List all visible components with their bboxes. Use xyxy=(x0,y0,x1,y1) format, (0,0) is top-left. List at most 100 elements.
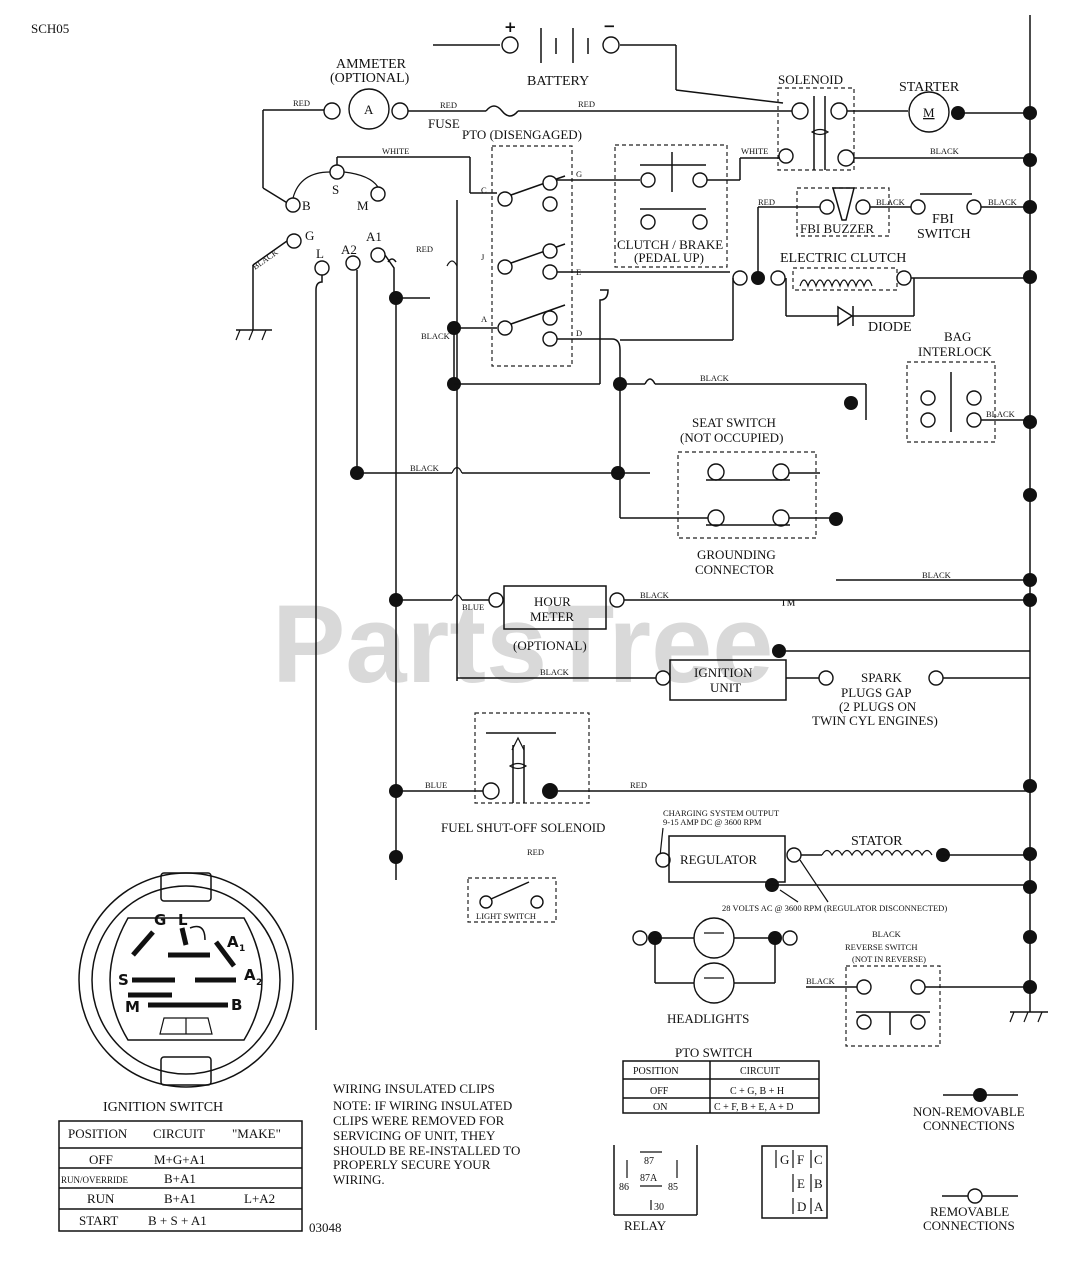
svg-text:C + F, B + E, A + D: C + F, B + E, A + D xyxy=(714,1102,793,1113)
clutch-brake-sub: (PEDAL UP) xyxy=(634,250,704,265)
fuel-solenoid: FUEL SHUT-OFF SOLENOID xyxy=(441,712,605,835)
svg-text:A: A xyxy=(227,933,239,951)
svg-text:87A: 87A xyxy=(640,1173,658,1184)
ground-symbol-left xyxy=(235,329,272,341)
svg-text:1: 1 xyxy=(239,944,245,954)
svg-text:C + G, B + H: C + G, B + H xyxy=(730,1086,784,1097)
legend-non-removable: NON-REMOVABLE CONNECTIONS xyxy=(913,1088,1025,1133)
svg-text:CHARGING SYSTEM OUTPUT: CHARGING SYSTEM OUTPUT xyxy=(663,808,780,818)
wiring-note: WIRING INSULATED CLIPS NOTE: IF WIRING I… xyxy=(333,1081,520,1187)
battery-minus: − xyxy=(603,17,616,35)
bag-interlock-sub: INTERLOCK xyxy=(918,344,992,359)
svg-text:A: A xyxy=(481,314,488,324)
ground-symbol-right xyxy=(1009,1011,1048,1023)
svg-text:D: D xyxy=(576,328,582,338)
svg-text:RED: RED xyxy=(578,99,595,109)
svg-text:BLACK: BLACK xyxy=(700,373,730,383)
ignition-switch-table: IGNITION SWITCH POSITION CIRCUIT "MAKE" … xyxy=(58,1100,303,1232)
svg-text:(NOT IN REVERSE): (NOT IN REVERSE) xyxy=(852,954,926,964)
svg-text:BLACK: BLACK xyxy=(540,667,570,677)
starter: STARTER M xyxy=(899,80,965,133)
fbi-switch-sub: SWITCH xyxy=(917,227,971,242)
spark-plugs-label: SPARK xyxy=(861,670,902,685)
svg-text:START: START xyxy=(79,1213,118,1228)
svg-text:D: D xyxy=(797,1199,806,1214)
svg-text:BLACK: BLACK xyxy=(640,590,670,600)
svg-text:OFF: OFF xyxy=(650,1086,669,1097)
svg-text:G: G xyxy=(576,169,582,179)
spark-plugs: SPARK PLUGS GAP (2 PLUGS ON TWIN CYL ENG… xyxy=(812,670,938,728)
svg-text:F: F xyxy=(797,1152,804,1167)
svg-text:B + S + A1: B + S + A1 xyxy=(148,1213,207,1228)
seat-switch-sub: (NOT OCCUPIED) xyxy=(680,430,783,445)
electric-clutch-label: ELECTRIC CLUTCH xyxy=(780,251,906,266)
fuse-label: FUSE xyxy=(428,116,460,131)
svg-text:RUN/OVERRIDE: RUN/OVERRIDE xyxy=(61,1175,129,1185)
svg-text:B+A1: B+A1 xyxy=(164,1191,196,1206)
headlights: HEADLIGHTS xyxy=(632,917,798,1026)
svg-text:WIRING INSULATED CLIPS: WIRING INSULATED CLIPS xyxy=(333,1081,495,1096)
svg-text:CIRCUIT: CIRCUIT xyxy=(740,1066,780,1077)
svg-text:BLACK: BLACK xyxy=(421,331,451,341)
svg-text:BLACK: BLACK xyxy=(872,929,902,939)
svg-text:9-15 AMP DC @ 3600 RPM: 9-15 AMP DC @ 3600 RPM xyxy=(663,817,762,827)
svg-text:L: L xyxy=(316,246,324,261)
svg-text:E: E xyxy=(797,1176,805,1191)
regulator: REGULATOR xyxy=(655,835,802,892)
svg-text:C: C xyxy=(814,1152,823,1167)
charging-note: CHARGING SYSTEM OUTPUT 9-15 AMP DC @ 360… xyxy=(659,808,780,857)
battery-plus: + xyxy=(504,18,517,36)
svg-text:B: B xyxy=(814,1176,823,1191)
electric-clutch: ELECTRIC CLUTCH DIODE xyxy=(732,251,912,335)
ignition-unit: IGNITION UNIT xyxy=(655,659,787,701)
watermark-tm: ™ xyxy=(780,597,796,614)
svg-text:2: 2 xyxy=(256,978,262,988)
ignition-switch-face: G L A 1 S A 2 M B xyxy=(78,872,294,1088)
svg-text:TWIN CYL ENGINES): TWIN CYL ENGINES) xyxy=(812,713,938,728)
ignition-switch-title: IGNITION SWITCH xyxy=(103,1100,223,1115)
svg-text:J: J xyxy=(481,252,485,262)
ammeter-optional: (OPTIONAL) xyxy=(330,71,410,86)
svg-text:L: L xyxy=(178,911,188,929)
svg-text:BLACK: BLACK xyxy=(876,197,906,207)
switch-terminal-grid: G F C E B D A xyxy=(761,1145,828,1219)
starter-label: STARTER xyxy=(899,80,960,95)
grounding-connector-sub: CONNECTOR xyxy=(695,562,775,577)
relay: 87 86 87A 85 30 RELAY xyxy=(613,1145,698,1233)
svg-text:SERVICING OF UNIT, THEY: SERVICING OF UNIT, THEY xyxy=(333,1128,496,1143)
ignition-unit-label: IGNITION xyxy=(694,665,753,680)
watermark: PartsTree xyxy=(272,583,773,706)
fuse xyxy=(485,105,519,117)
hour-meter-sub: METER xyxy=(530,609,574,624)
svg-text:RUN: RUN xyxy=(87,1191,115,1206)
svg-text:RED: RED xyxy=(630,780,647,790)
svg-text:CLIPS WERE REMOVED FOR: CLIPS WERE REMOVED FOR xyxy=(333,1113,505,1128)
svg-text:REMOVABLE: REMOVABLE xyxy=(930,1204,1009,1219)
svg-text:BLACK: BLACK xyxy=(986,409,1016,419)
svg-text:POSITION: POSITION xyxy=(68,1126,128,1141)
svg-text:A: A xyxy=(814,1199,824,1214)
svg-text:86: 86 xyxy=(619,1182,629,1193)
svg-text:BLACK: BLACK xyxy=(250,246,280,271)
svg-text:BLUE: BLUE xyxy=(425,780,447,790)
svg-text:M: M xyxy=(357,198,369,213)
clutch-brake-label: CLUTCH / BRAKE xyxy=(617,237,723,252)
svg-text:BLACK: BLACK xyxy=(930,146,960,156)
svg-text:G: G xyxy=(780,1152,789,1167)
light-switch: LIGHT SWITCH xyxy=(467,877,557,923)
svg-text:REVERSE SWITCH: REVERSE SWITCH xyxy=(845,942,918,952)
svg-text:G: G xyxy=(154,911,166,929)
fuel-solenoid-label: FUEL SHUT-OFF SOLENOID xyxy=(441,820,605,835)
hour-meter-optional: (OPTIONAL) xyxy=(513,638,587,653)
svg-text:RED: RED xyxy=(527,847,544,857)
light-switch-label: LIGHT SWITCH xyxy=(476,911,536,921)
grounding-connector-label: GROUNDING xyxy=(697,547,776,562)
svg-text:BLACK: BLACK xyxy=(806,976,836,986)
svg-text:A2: A2 xyxy=(341,242,357,257)
regulator-label: REGULATOR xyxy=(680,852,757,867)
svg-text:CONNECTIONS: CONNECTIONS xyxy=(923,1118,1015,1133)
svg-text:CONNECTIONS: CONNECTIONS xyxy=(923,1218,1015,1233)
svg-text:BLACK: BLACK xyxy=(410,463,440,473)
relay-label: RELAY xyxy=(624,1218,667,1233)
